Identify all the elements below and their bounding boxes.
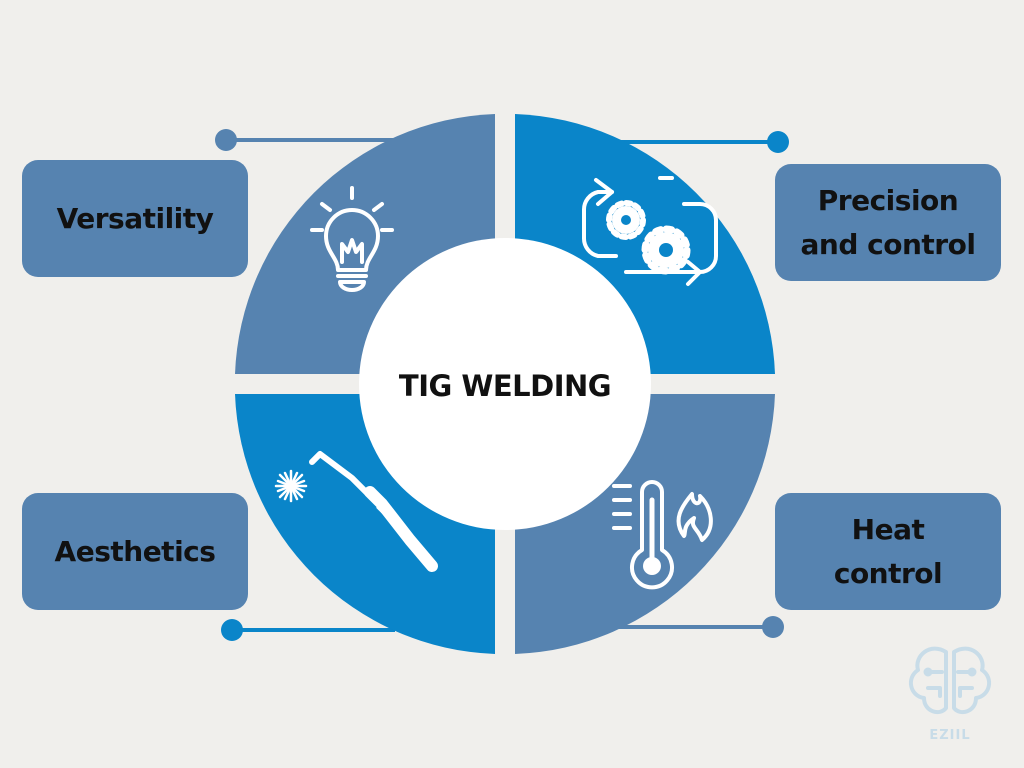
feature-label: Aesthetics — [54, 534, 216, 568]
welding-torch-icon — [274, 451, 438, 572]
connector-top-left — [215, 129, 400, 151]
feature-heat-control: Heat control — [775, 493, 1001, 610]
feature-precision-and-control: Precision and control — [775, 164, 1001, 281]
feature-versatility: Versatility — [22, 160, 248, 277]
center-circle — [359, 238, 651, 530]
feature-label: Versatility — [56, 201, 214, 235]
logo-text: EZIIL — [929, 728, 971, 743]
brain-circuit-icon — [908, 646, 992, 715]
thermometer-flame-icon — [612, 480, 713, 590]
feature-label-line: and control — [800, 227, 976, 261]
connector-bottom-right — [610, 616, 784, 638]
feature-label-line: control — [833, 556, 943, 590]
connector-bottom-left — [221, 619, 395, 641]
feature-label-line: Precision — [817, 183, 959, 217]
feature-aesthetics: Aesthetics — [22, 493, 248, 610]
gears-cycle-icon — [581, 176, 718, 286]
connector-top-right — [620, 131, 789, 153]
feature-label-line: Heat — [851, 512, 925, 546]
diagram-title: TIG WELDING — [398, 369, 612, 403]
lightbulb-icon — [310, 186, 394, 292]
